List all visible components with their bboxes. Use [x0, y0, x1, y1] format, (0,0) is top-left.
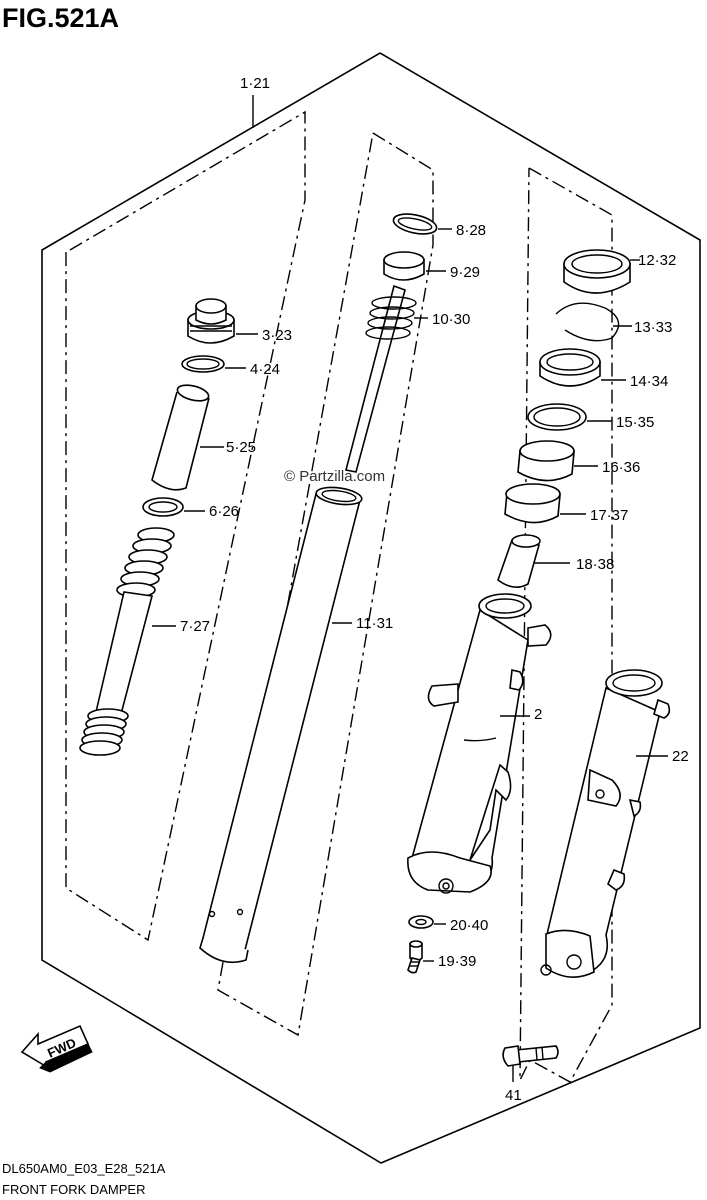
snap-ring-part: [392, 213, 438, 235]
callout-7-27: 7·27: [180, 618, 210, 635]
callout-14-34: 14·34: [630, 373, 668, 390]
damper-spring-part: [79, 527, 175, 756]
outer-tube-left-part: [540, 669, 671, 978]
piston-part: [383, 251, 425, 281]
callout-22: 22: [672, 748, 689, 765]
figure-title: FIG.521A: [2, 3, 119, 33]
inner-tube-part: [199, 486, 363, 964]
washer-part: [142, 497, 184, 517]
rebound-spring-part: [345, 284, 417, 473]
spacer-pipe-part: [151, 384, 210, 491]
forward-direction-icon: FWD: [20, 1024, 93, 1073]
callout-3-23: 3·23: [262, 327, 292, 344]
callout-17-37: 17·37: [590, 507, 628, 524]
callout-18-38: 18·38: [576, 556, 614, 573]
guide-bushing-part: [504, 483, 561, 524]
callout-1-21: 1·21: [240, 75, 270, 92]
pinch-bolt-part: [502, 1045, 559, 1067]
figure-code: DL650AM0_E03_E28_521A: [2, 1161, 166, 1176]
assembly-frame: [41, 52, 701, 1164]
gasket-part: [408, 915, 434, 929]
callout-12-32: 12·32: [638, 252, 676, 269]
group-outline-damper: [65, 110, 306, 942]
callout-2: 2: [534, 706, 542, 723]
dust-seal-part: [563, 249, 631, 294]
damper-bolt-part: [407, 940, 423, 974]
watermark: © Partzilla.com: [284, 468, 385, 485]
callout-6-26: 6·26: [209, 503, 239, 520]
slide-bushing-part: [517, 440, 575, 482]
group-outline-outer-tube: [519, 167, 613, 1083]
callout-5-25: 5·25: [226, 439, 256, 456]
callout-10-30: 10·30: [432, 311, 470, 328]
callout-9-29: 9·29: [450, 264, 480, 281]
outer-tube-right-part: [407, 593, 552, 894]
figure-name: FRONT FORK DAMPER: [2, 1182, 146, 1197]
callout-41: 41: [505, 1087, 522, 1104]
seal-washer-part: [527, 403, 587, 431]
fork-cap-bolt-part: [187, 298, 235, 344]
collar-part: [497, 534, 541, 588]
group-outline-inner-tube: [217, 132, 434, 1037]
o-ring-part: [181, 355, 225, 373]
callout-20-40: 20·40: [450, 917, 488, 934]
callout-8-28: 8·28: [456, 222, 486, 239]
oil-seal-part: [539, 348, 601, 387]
callout-13-33: 13·33: [634, 319, 672, 336]
callout-16-36: 16·36: [602, 459, 640, 476]
callout-4-24: 4·24: [250, 361, 280, 378]
callout-11-31: 11·31: [356, 615, 393, 632]
callout-19-39: 19·39: [438, 953, 476, 970]
stopper-ring-part: [555, 302, 620, 342]
callout-15-35: 15·35: [616, 414, 654, 431]
